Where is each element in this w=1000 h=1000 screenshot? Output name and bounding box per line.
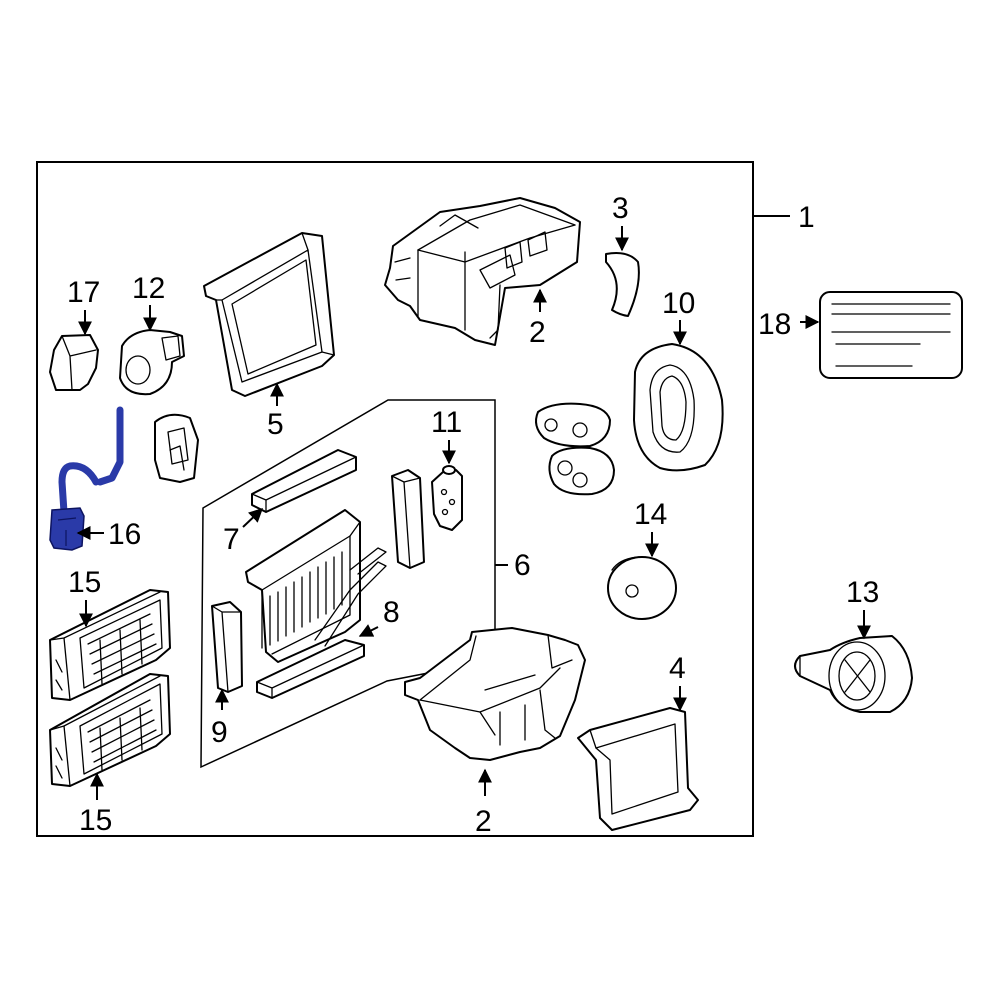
label-part-18[interactable] [819,291,963,379]
blower-scroll-part-10[interactable] [633,343,724,472]
callout-3: 3 [612,192,629,225]
callout-15-top: 15 [68,566,101,599]
temperature-sensor-part-16[interactable] [49,406,124,551]
callout-17: 17 [67,276,100,309]
callout-7-leader [242,508,264,528]
seal-pad-upper[interactable] [535,402,611,448]
callout-9: 9 [211,716,228,749]
assembly-frame [36,161,754,837]
callout-1: 1 [798,201,815,234]
seal-pad-lower[interactable] [548,446,615,496]
pad-part-6[interactable] [391,469,425,569]
callout-7: 7 [223,523,240,556]
callout-8: 8 [383,596,400,629]
blower-wheel-part-14[interactable] [607,556,677,620]
callout-6: 6 [514,549,531,582]
nozzle-part-13[interactable] [794,635,913,713]
pad-part-9[interactable] [211,601,243,693]
callout-2-bottom: 2 [475,805,492,838]
callout-10: 10 [662,287,695,320]
upper-housing-part[interactable] [384,197,581,346]
callout-2-top: 2 [529,316,546,349]
callout-15-bottom: 15 [79,804,112,837]
callout-4: 4 [669,652,686,685]
callout-11: 11 [431,406,462,439]
bracket-part[interactable] [154,413,199,483]
callout-14: 14 [634,498,667,531]
callout-8-leader [358,624,379,637]
foam-strip-part-8[interactable] [256,639,365,699]
heater-core-upper-part-15[interactable] [49,589,171,701]
duct-frame-part-4[interactable] [577,707,699,831]
expansion-valve-part-11[interactable] [431,465,463,531]
callout-13: 13 [846,576,879,609]
callout-12: 12 [132,272,165,305]
callout-16: 16 [108,518,141,551]
lower-housing-part[interactable] [404,627,586,761]
heater-core-lower-part-15[interactable] [49,673,171,787]
callout-5: 5 [267,408,284,441]
actuator-part-12[interactable] [119,329,185,396]
sensor-part-17[interactable] [49,334,99,391]
filter-frame-part-5[interactable] [203,232,335,397]
evaporator-core[interactable] [245,509,387,663]
seal-part-3[interactable] [605,252,640,317]
callout-18: 18 [758,308,791,341]
foam-strip-part-7[interactable] [251,449,357,513]
